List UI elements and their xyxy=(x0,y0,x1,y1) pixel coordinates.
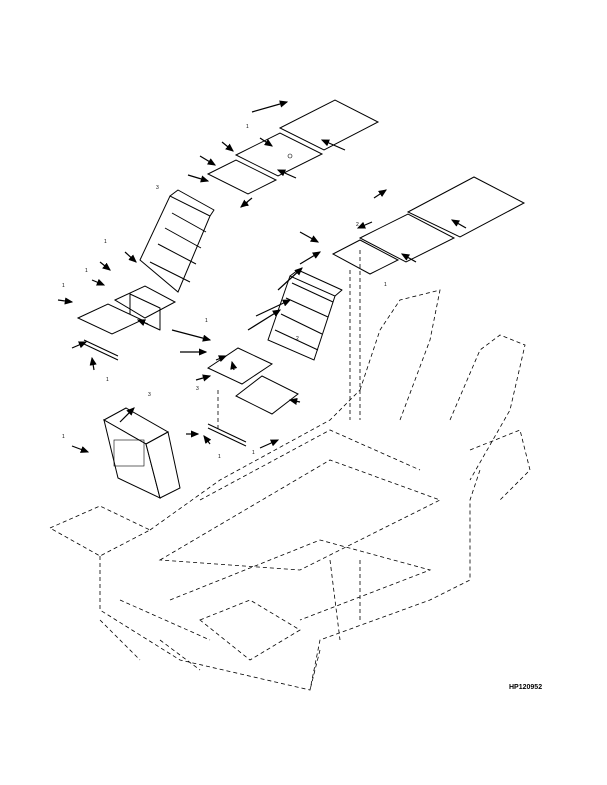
callout-label: 1 xyxy=(246,202,249,208)
callout-label: 1 xyxy=(205,318,208,324)
callout-label: 2 xyxy=(356,222,359,228)
main-frame xyxy=(49,250,531,691)
upper-left-floor-plates xyxy=(206,99,380,195)
callout-label: 2 xyxy=(296,336,299,342)
callout-label: 1 xyxy=(62,283,65,289)
callout-label: 1 xyxy=(218,454,221,460)
callout-label: 1 xyxy=(106,377,109,383)
callout-label: 1 xyxy=(252,450,255,456)
callout-label: 3 xyxy=(196,386,199,392)
callout-labels: 1 1 2 3 1 1 1 1 3 1 1 1 1 3 1 2 xyxy=(62,124,387,460)
upper-right-floor-plates xyxy=(331,176,526,275)
figure-id: HP120952 xyxy=(509,684,543,691)
callout-label: 1 xyxy=(85,268,88,274)
callout-label: 1 xyxy=(104,239,107,245)
step-assembly-right xyxy=(267,269,343,361)
callout-label: 1 xyxy=(384,282,387,288)
callout-label: 1 xyxy=(62,434,65,440)
callout-label: 3 xyxy=(148,392,151,398)
access-cover-box xyxy=(102,407,181,499)
callout-label: 1 xyxy=(246,124,249,130)
step-assembly-left xyxy=(113,189,215,331)
leader-arrows xyxy=(57,100,467,453)
callout-label: 3 xyxy=(156,185,159,191)
bracket-plates xyxy=(76,303,299,447)
